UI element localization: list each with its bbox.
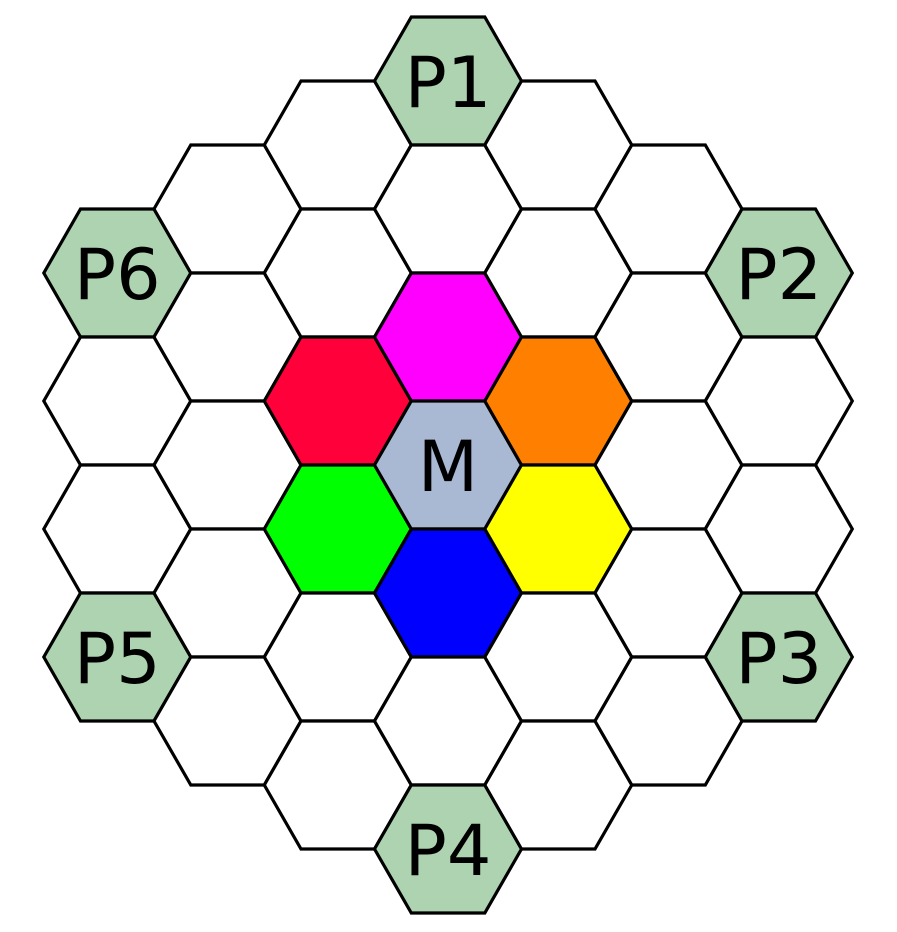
hex-label: P5 bbox=[74, 618, 161, 700]
hex-label: M bbox=[418, 426, 478, 508]
hex-label: P2 bbox=[735, 234, 822, 316]
hex-label: P4 bbox=[405, 810, 492, 892]
hex-cells bbox=[41, 15, 855, 915]
hex-label: P3 bbox=[735, 618, 822, 700]
hex-label: P6 bbox=[74, 234, 161, 316]
hex-shape bbox=[703, 591, 855, 723]
player-hex-p3[interactable] bbox=[703, 591, 855, 723]
hex-label: P1 bbox=[405, 42, 492, 124]
